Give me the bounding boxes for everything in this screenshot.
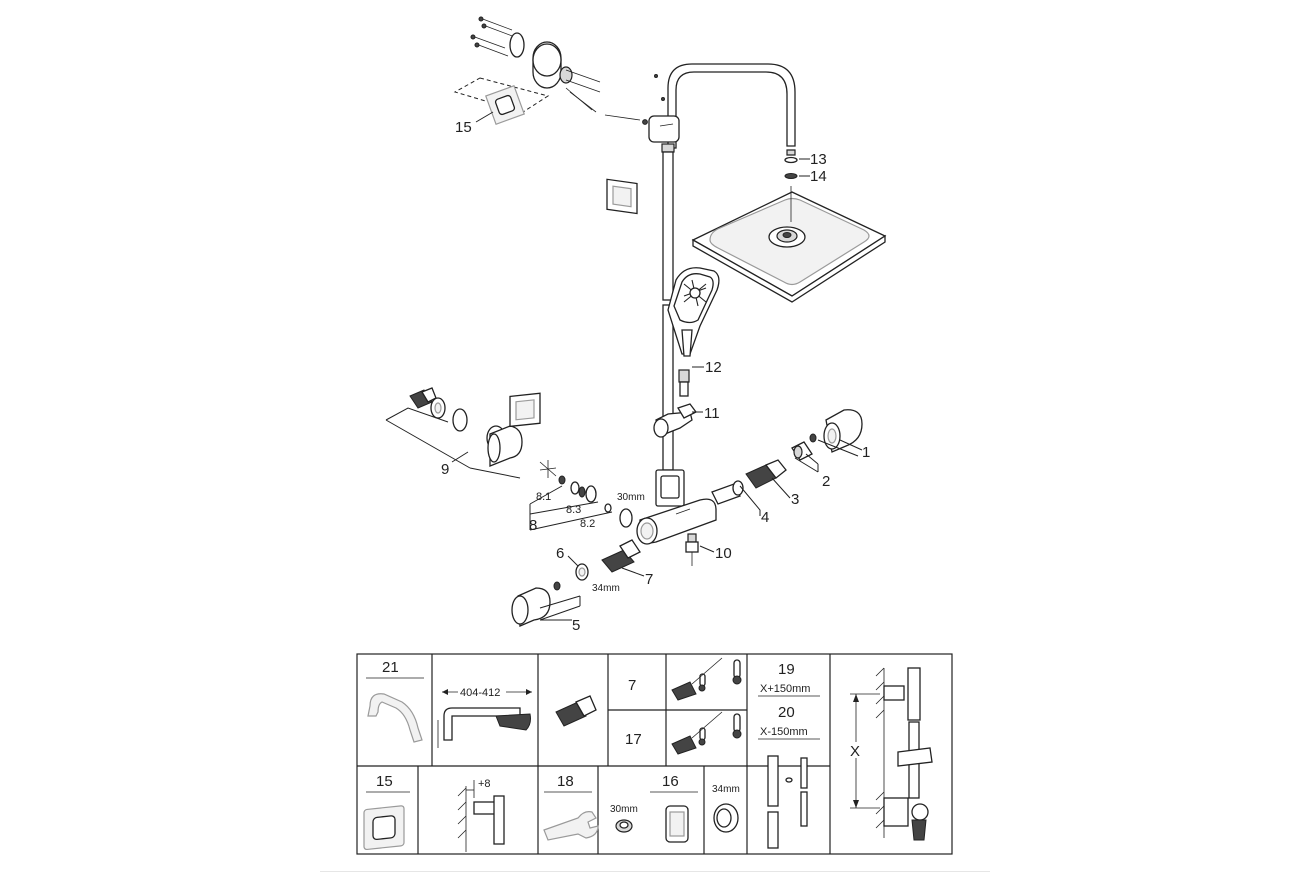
- callout-10: 10: [715, 545, 732, 562]
- acc-16-label: 16: [662, 773, 679, 790]
- part-10: 10: [685, 533, 732, 566]
- shower-slider: 11: [653, 403, 720, 438]
- callout-8-1: 8.1: [536, 491, 551, 503]
- thermo-cartridge-3: 3: [745, 459, 799, 508]
- part-2: 2: [791, 441, 830, 490]
- acc-18-label: 18: [557, 773, 574, 790]
- cartridge-7: 7: [601, 539, 653, 588]
- callout-3: 3: [791, 491, 799, 508]
- callout-13: 13: [810, 151, 827, 168]
- acc-19-label: 19: [778, 661, 795, 678]
- acc-15-label: 15: [376, 773, 393, 790]
- bottom-rule: [320, 871, 990, 872]
- diverter-group-9: 9: [385, 387, 557, 479]
- hand-shower-icon: 12: [667, 267, 722, 397]
- callout-12: 12: [705, 359, 722, 376]
- nut-6: 6 34mm: [556, 545, 620, 594]
- acc-x-label: X: [850, 743, 860, 760]
- temperature-handle-1: 1: [809, 409, 870, 461]
- wrench-icon: [543, 811, 599, 841]
- callout-11: 11: [704, 405, 720, 422]
- callout-2: 2: [822, 473, 830, 490]
- acc-20-label: 20: [778, 704, 795, 721]
- callout-4: 4: [761, 509, 769, 526]
- thermostat-body: [636, 480, 744, 545]
- accessories-table: 21 404-412 7 17: [356, 653, 953, 855]
- wall-bracket-group: 15: [453, 16, 657, 215]
- thermometer-icon: [671, 657, 742, 755]
- flow-handle-5: 5: [511, 581, 581, 634]
- acc-x-minus: X-150mm: [760, 726, 808, 738]
- callout-1: 1: [862, 444, 870, 461]
- dim-34mm: 34mm: [592, 583, 620, 594]
- acc-34mm: 34mm: [712, 784, 740, 795]
- acc-17-label: 17: [625, 731, 642, 748]
- adapter-4: 4: [739, 485, 769, 526]
- callout-8-2: 8.2: [580, 518, 595, 530]
- shower-riser: 13 14: [648, 63, 827, 507]
- screw-icon: [470, 16, 516, 57]
- callout-15: 15: [455, 119, 472, 136]
- dim-30mm: 30mm: [617, 492, 645, 503]
- acc-x-plus: X+150mm: [760, 683, 810, 695]
- diverter-group-8: 8.1 8.3 8.2 8 30mm: [529, 475, 645, 534]
- callout-8-3: 8.3: [566, 504, 581, 516]
- callout-6: 6: [556, 545, 564, 562]
- acc-30mm: 30mm: [610, 804, 638, 815]
- shower-head-icon: [691, 186, 887, 303]
- acc-plus8: +8: [478, 778, 491, 790]
- screw-icon: [539, 460, 557, 478]
- acc-7-label: 7: [628, 677, 636, 694]
- callout-5: 5: [572, 617, 580, 634]
- callout-8: 8: [529, 517, 537, 534]
- range-label: 404-412: [460, 687, 500, 699]
- callout-9: 9: [441, 461, 449, 478]
- callout-14: 14: [810, 168, 827, 185]
- callout-7: 7: [645, 571, 653, 588]
- acc-21-label: 21: [382, 659, 399, 676]
